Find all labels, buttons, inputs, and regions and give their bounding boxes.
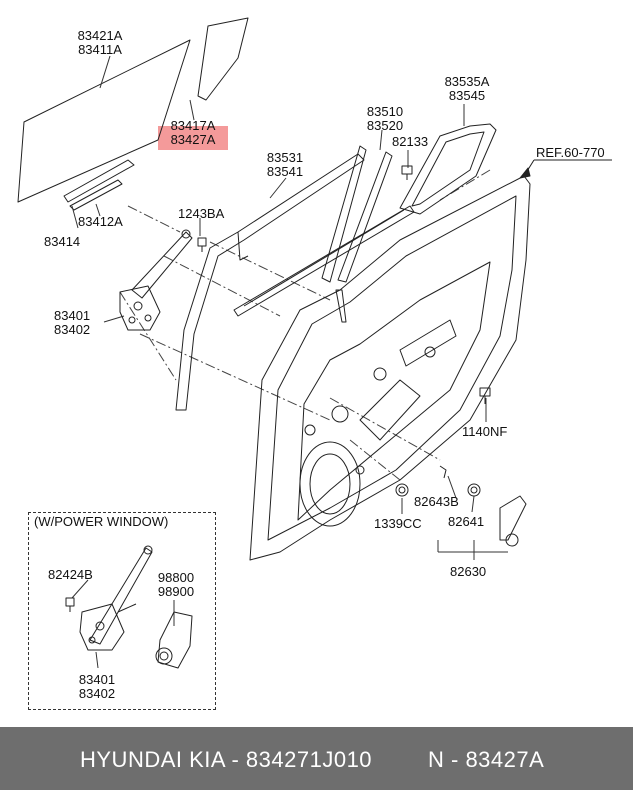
power-window-box — [28, 512, 216, 710]
label-83402: 83402 — [54, 322, 91, 337]
label-82630: 82630 — [450, 564, 487, 579]
label-83401: 83401 — [54, 308, 91, 323]
label-98800: 98800 — [157, 570, 195, 585]
power-regulator — [79, 545, 153, 651]
label-82424B: 82424B — [48, 567, 93, 582]
label-83545: 83545 — [448, 88, 486, 103]
bolt-82424B — [65, 597, 75, 612]
belt-weatherstrip — [233, 205, 415, 317]
label-1140NF: 1140NF — [462, 424, 508, 439]
clip-82133 — [401, 165, 413, 180]
label-1339CC: 1339CC — [374, 516, 422, 531]
guide-lines — [119, 169, 491, 481]
label-83510: 83510 — [366, 104, 404, 119]
label-83411A: 83411A — [78, 42, 122, 57]
leader-lines — [71, 55, 508, 669]
label-83402-power: 83402 — [78, 686, 116, 701]
label-83412A: 83412A — [78, 214, 123, 229]
door-window-diagram — [17, 17, 612, 669]
highlighted-part-marker — [158, 126, 228, 150]
door-panel — [249, 175, 531, 561]
label-1243BA: 1243BA — [178, 206, 225, 221]
nut-1339CC — [395, 483, 409, 497]
label-83427A: 83427A — [170, 132, 216, 147]
label-83520: 83520 — [366, 118, 404, 133]
run-channel-front — [175, 153, 365, 411]
quarter-frame — [399, 123, 497, 215]
label-82643B: 82643B — [414, 494, 459, 509]
label-82641: 82641 — [448, 514, 485, 529]
label-83401-power: 83401 — [78, 672, 116, 687]
ref-arrow — [519, 159, 612, 179]
part-number-footer: HYUNDAI KIA - 834271J010 N - 83427A — [0, 727, 633, 790]
run-channel-rear — [321, 145, 393, 323]
footer-brand-part: HYUNDAI KIA - 834271J010 — [80, 747, 373, 772]
handle-washer-82641 — [467, 483, 481, 497]
label-83421A: 83421A — [77, 28, 123, 43]
quarter-glass — [197, 17, 249, 101]
door-glass — [17, 39, 191, 203]
footer-code: N - 83427A — [428, 747, 545, 772]
label-83414: 83414 — [44, 234, 81, 249]
power-motor — [155, 611, 193, 669]
handle-crank-82630 — [499, 495, 527, 547]
bolt-1243BA — [197, 237, 207, 252]
power-window-title: (W/POWER WINDOW) — [34, 514, 169, 529]
label-82133: 82133 — [392, 134, 429, 149]
label-ref-60-770: REF.60-770 — [536, 145, 605, 160]
label-83531: 83531 — [266, 150, 304, 165]
label-83417A: 83417A — [170, 118, 216, 133]
bolt-1140NF — [479, 387, 491, 404]
manual-regulator — [119, 229, 193, 331]
glass-strip-83414 — [63, 159, 135, 203]
label-83541: 83541 — [266, 164, 304, 179]
label-83535A: 83535A — [444, 74, 490, 89]
label-98900: 98900 — [157, 584, 195, 599]
handle-clip-82643B — [439, 465, 447, 479]
